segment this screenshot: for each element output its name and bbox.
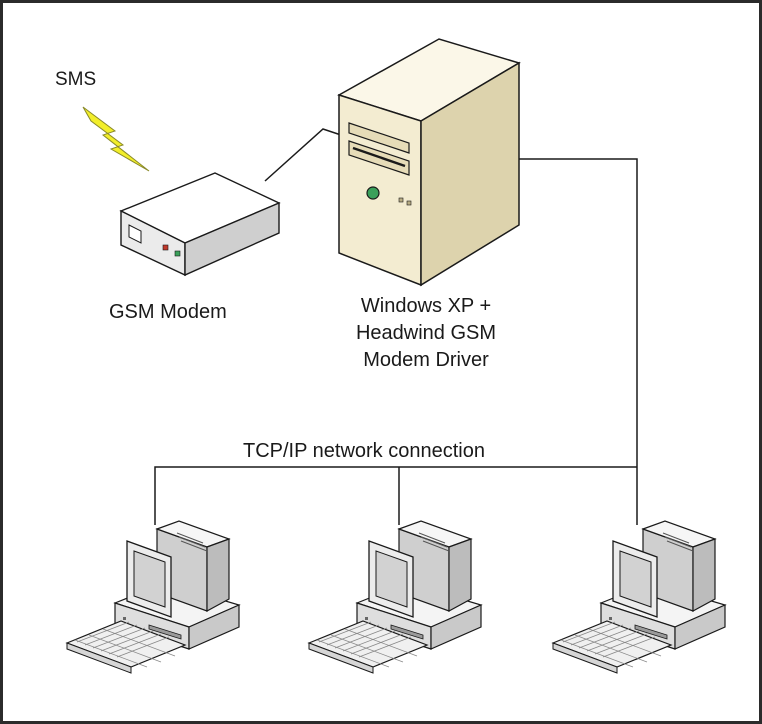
server-label-line-2: Headwind GSM xyxy=(355,322,497,344)
server-network-link xyxy=(519,158,638,525)
modem-server-link xyxy=(264,128,342,182)
connection-lines xyxy=(154,128,638,525)
gsm-modem-label: GSM Modem xyxy=(109,301,227,323)
network-label: TCP/IP network connection xyxy=(243,440,485,462)
sms-label: SMS xyxy=(55,69,97,90)
network-bus xyxy=(154,466,637,525)
gsm-modem-icon xyxy=(119,172,281,277)
workstation-icon xyxy=(308,520,482,674)
server-label: Windows XP + Headwind GSM Modem Driver xyxy=(321,293,531,374)
lightning-icon xyxy=(82,106,150,172)
server-label-line-3: Modem Driver xyxy=(363,349,489,371)
network-diagram xyxy=(66,38,726,674)
server-tower-icon xyxy=(337,38,521,287)
workstation-icon xyxy=(552,520,726,674)
workstation-icon xyxy=(66,520,240,674)
server-label-line-1: Windows XP + xyxy=(360,295,492,317)
